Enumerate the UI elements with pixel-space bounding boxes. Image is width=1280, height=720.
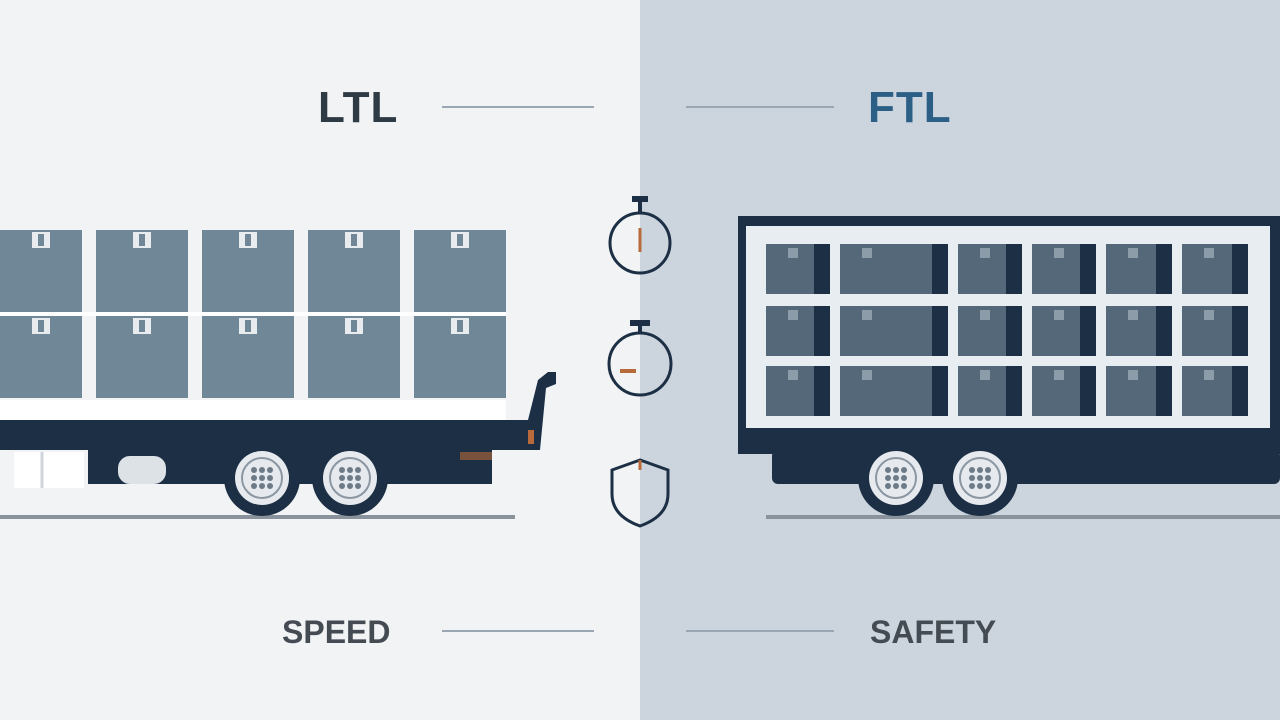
safety-label: SAFETY xyxy=(870,614,997,650)
ftl-heading-rule xyxy=(686,106,834,108)
ftl-box-label xyxy=(862,310,872,320)
ftl-box-label xyxy=(862,370,872,380)
ftl-box-label xyxy=(788,310,798,320)
ltl-heading-rule xyxy=(442,106,594,108)
ftl-box-label xyxy=(1204,310,1214,320)
shield-icon xyxy=(610,458,670,528)
ftl-cargo-box xyxy=(840,244,948,294)
ftl-box-label xyxy=(1204,370,1214,380)
ftl-cargo-box xyxy=(840,366,948,416)
ftl-truck xyxy=(738,216,1280,484)
ltl-truck-rear-post xyxy=(528,372,556,450)
speed-rule xyxy=(442,630,594,632)
ftl-heading: FTL xyxy=(868,83,952,132)
speed-label: SPEED xyxy=(282,614,391,650)
ltl-side-panel xyxy=(14,452,84,488)
ltl-tail-light xyxy=(528,430,534,444)
ftl-trailer-base xyxy=(738,428,1280,454)
ftl-box-label xyxy=(980,248,990,258)
ftl-box-label xyxy=(980,370,990,380)
ltl-box-divider xyxy=(0,312,506,316)
ltl-cargo-boxes xyxy=(0,230,506,420)
ftl-box-label xyxy=(1054,248,1064,258)
ltl-ground-line xyxy=(0,515,515,519)
ltl-fuel-tank xyxy=(118,456,166,484)
ftl-cargo-box xyxy=(840,306,948,356)
ftl-box-label xyxy=(862,248,872,258)
ftl-box-label xyxy=(1128,248,1138,258)
truck-wheel xyxy=(942,440,1018,516)
ftl-box-label xyxy=(1054,310,1064,320)
ftl-box-label xyxy=(1128,370,1138,380)
ltl-mudflap xyxy=(460,452,492,460)
ftl-box-label xyxy=(1054,370,1064,380)
truck-wheel xyxy=(224,440,300,516)
timer-icon xyxy=(607,320,673,397)
ftl-box-label xyxy=(788,248,798,258)
ftl-ground-line xyxy=(766,515,1280,519)
ftl-box-label xyxy=(980,310,990,320)
ftl-box-label xyxy=(1204,248,1214,258)
safety-rule xyxy=(686,630,834,632)
ltl-box-base xyxy=(0,400,506,420)
truck-wheel xyxy=(858,440,934,516)
ftl-box-label xyxy=(1128,310,1138,320)
ftl-cargo-boxes xyxy=(766,244,1248,416)
truck-wheel xyxy=(312,440,388,516)
ltl-heading: LTL xyxy=(318,83,399,132)
ftl-box-label xyxy=(788,370,798,380)
ftl-undercarriage xyxy=(772,450,1280,484)
stopwatch-icon xyxy=(608,196,672,275)
wheels xyxy=(224,440,1018,516)
